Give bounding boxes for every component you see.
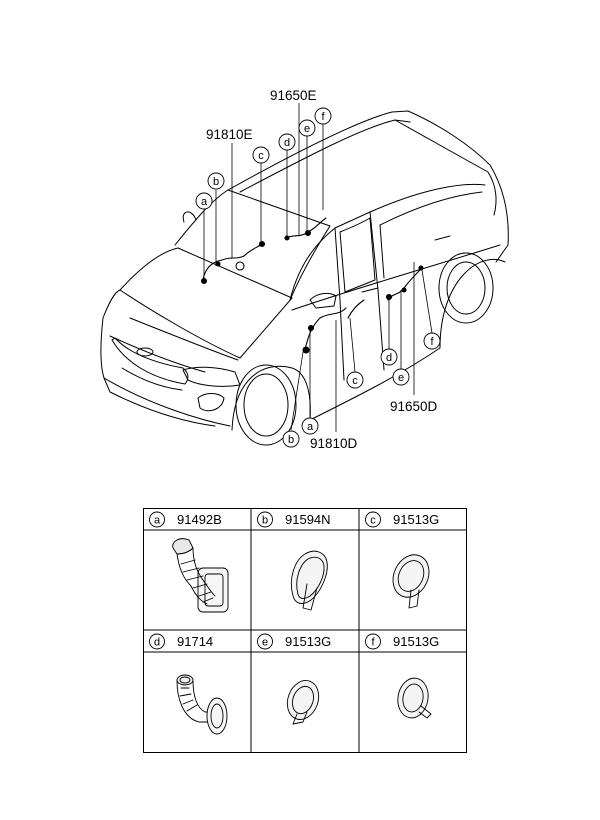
wiring-harness: [200, 217, 424, 354]
marker-d-bottom-label: d: [386, 352, 392, 364]
marker-a-top: [195, 192, 213, 210]
marker-a-bottom-label: a: [307, 421, 314, 433]
grommet-f-icon: [397, 677, 432, 719]
marker-f-top-label: f: [321, 111, 325, 123]
cell-e: e 91513G: [257, 633, 331, 650]
cell-d-letter: d: [154, 637, 160, 649]
cell-c-letter: c: [370, 515, 376, 527]
marker-c-bottom: [346, 371, 364, 389]
marker-b-top: [207, 172, 225, 190]
marker-c-top-label: c: [258, 150, 264, 162]
marker-d-top: [278, 133, 296, 151]
cell-c-part: 91513G: [393, 512, 439, 527]
parts-table: a 91492B b 91594N c 91513G d 91714 e 915…: [143, 508, 467, 753]
grommet-c-icon: [392, 554, 430, 609]
grommet-e-icon: [286, 680, 320, 725]
marker-c-bottom-label: c: [352, 375, 358, 387]
marker-c-top: [252, 146, 270, 164]
marker-b-top-label: b: [213, 176, 219, 188]
marker-e-bottom: [392, 368, 410, 386]
marker-d-top-label: d: [284, 137, 290, 149]
car-outline: [100, 110, 509, 446]
cell-f: f 91513G: [365, 633, 439, 650]
cell-e-letter: e: [262, 637, 268, 649]
grommet-b-icon: [290, 550, 328, 611]
grommet-a-icon: [172, 538, 229, 613]
callout-91650e: 91650E: [270, 88, 317, 103]
marker-a-bottom: [301, 417, 319, 435]
car-wiring-diagram: 91650E 91810E 91810D 91650D a b c d e f …: [100, 88, 509, 451]
cell-f-part: 91513G: [393, 634, 439, 649]
marker-f-top: [314, 107, 332, 125]
marker-d-bottom: [380, 348, 398, 366]
cell-b-letter: b: [262, 515, 268, 527]
cell-e-part: 91513G: [285, 634, 331, 649]
leader-lines: [203, 103, 433, 432]
marker-f-bottom: [423, 332, 441, 350]
cell-b: b 91594N: [257, 511, 331, 528]
cell-f-letter: f: [371, 637, 375, 649]
callout-91810d: 91810D: [310, 436, 358, 451]
cell-a-letter: a: [154, 515, 161, 527]
marker-b-bottom: [282, 430, 300, 448]
marker-e-top: [298, 119, 316, 137]
cell-a: a 91492B: [149, 511, 222, 528]
marker-f-bottom-label: f: [430, 336, 434, 348]
callout-91810e: 91810E: [206, 127, 253, 142]
marker-e-top-label: e: [304, 123, 310, 135]
grommet-d-icon: [176, 674, 228, 735]
cell-c: c 91513G: [365, 511, 439, 528]
marker-b-bottom-label: b: [288, 434, 294, 446]
cell-b-part: 91594N: [285, 512, 331, 527]
marker-a-top-label: a: [201, 196, 208, 208]
cell-d: d 91714: [149, 633, 213, 650]
cell-a-part: 91492B: [177, 512, 222, 527]
marker-e-bottom-label: e: [398, 372, 404, 384]
callout-91650d: 91650D: [390, 399, 438, 414]
cell-d-part: 91714: [177, 634, 213, 649]
